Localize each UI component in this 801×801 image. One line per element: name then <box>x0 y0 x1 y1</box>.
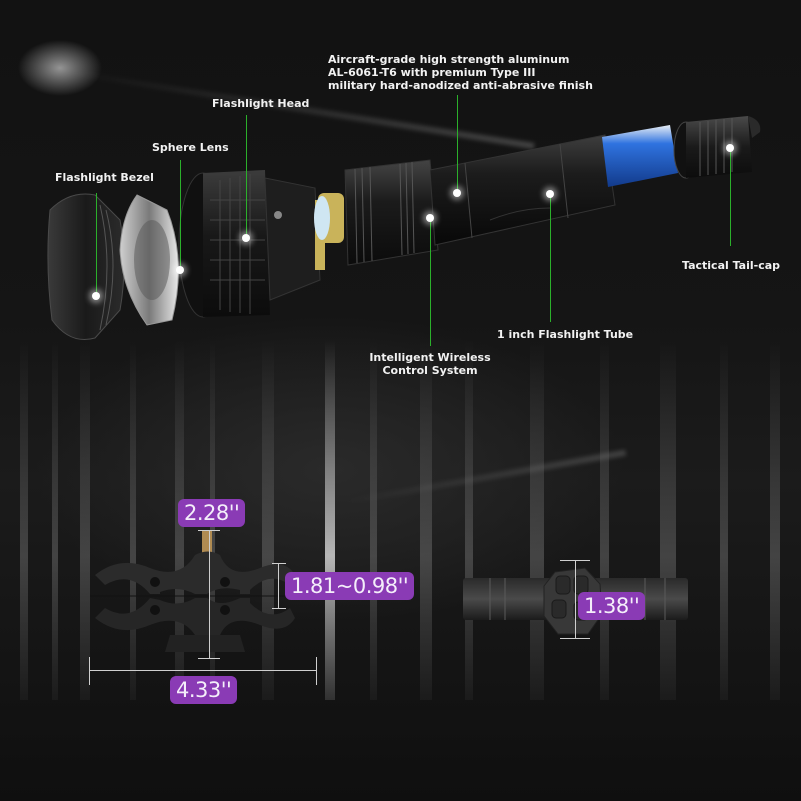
tail-cap-part <box>673 116 761 179</box>
dim-cap-mount-top <box>198 530 220 531</box>
dim-cap-width-right <box>316 657 317 685</box>
barrel-mount-clamp <box>90 530 300 652</box>
marker-lens <box>176 266 184 274</box>
marker-head <box>242 234 250 242</box>
marker-bezel <box>92 292 100 300</box>
battery-part <box>602 125 678 187</box>
dim-line-ring-height <box>575 560 576 638</box>
dim-line-mount-height <box>209 530 210 658</box>
clamp-range-badge: 1.81~0.98'' <box>285 572 415 600</box>
dim-cap-ring-top <box>560 560 590 561</box>
mount-width-badge: 4.33'' <box>170 676 238 704</box>
marker-tube <box>546 190 554 198</box>
dim-cap-width-left <box>89 657 90 685</box>
sphere-lens-label: Sphere Lens <box>152 141 229 154</box>
leader-material <box>457 95 458 192</box>
leader-bezel <box>96 193 97 295</box>
ring-height-badge: 1.38'' <box>578 592 646 620</box>
sphere-lens-part <box>119 194 179 326</box>
leader-tail-cap <box>730 148 731 246</box>
control-coupler-part <box>344 159 439 266</box>
tactical-tail-cap-label: Tactical Tail-cap <box>682 259 781 272</box>
dim-line-mount-width <box>89 670 317 671</box>
forest-trees <box>0 340 801 700</box>
lens-collar-part <box>314 193 344 243</box>
leader-tube <box>550 194 551 322</box>
wireless-control-label: Intelligent Wireless Control System <box>369 351 491 377</box>
flashlight-bezel-label: Flashlight Bezel <box>55 171 154 184</box>
leader-wireless <box>430 218 431 346</box>
dim-cap-clamp-top <box>272 563 286 564</box>
dim-cap-clamp-bottom <box>272 608 286 609</box>
marker-tail-cap <box>726 144 734 152</box>
flashlight-head-part <box>178 170 325 318</box>
leader-head <box>246 115 247 237</box>
material-callout: Aircraft-grade high strength aluminum AL… <box>328 53 593 92</box>
flashlight-head-label: Flashlight Head <box>212 97 310 110</box>
flashlight-tube-label: 1 inch Flashlight Tube <box>497 328 634 341</box>
dim-cap-ring-bottom <box>560 638 590 639</box>
marker-material <box>453 189 461 197</box>
flashlight-bezel-part <box>47 193 125 340</box>
dim-line-clamp-range <box>278 563 279 609</box>
mount-height-badge: 2.28'' <box>178 499 246 527</box>
dim-cap-mount-bottom <box>198 658 220 659</box>
leader-lens <box>180 160 181 270</box>
marker-wireless <box>426 214 434 222</box>
